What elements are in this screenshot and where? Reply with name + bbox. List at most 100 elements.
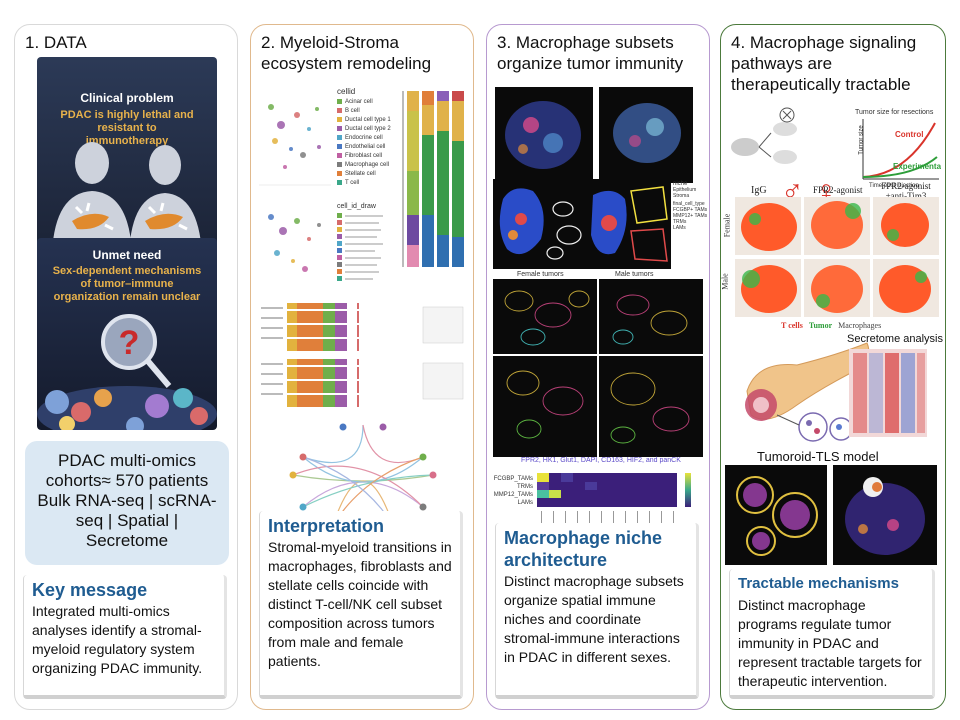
multiplex-if-image-grid [493, 279, 703, 457]
secretome-label: Secretome analysis [847, 333, 943, 345]
tumor-growth-plot: Control Experimental [862, 119, 941, 180]
composition-bars-graphic [261, 303, 464, 409]
tractable-mechanisms-title: Tractable mechanisms [738, 575, 899, 592]
tumoroid-graphic [845, 477, 925, 555]
legend-label: T cell [345, 179, 360, 186]
legend-item: Ductal cell type 1 [337, 115, 391, 124]
final-legend-title: final_cell_type [673, 201, 705, 207]
panel-title: 3. Macrophage subsets organize tumor imm… [497, 33, 684, 73]
key-message-box: Key message Integrated multi-omics analy… [23, 575, 227, 699]
tractable-mechanisms-text: Distinct macrophage programs regulate tu… [738, 597, 922, 689]
panel-myeloid-stroma: 2. Myeloid-Stroma ecosystem remodeling c… [250, 24, 474, 710]
legend-label: Fibroblast cell [345, 152, 383, 159]
celldraw-legend-swatches [337, 213, 383, 281]
legend-swatch [337, 108, 342, 113]
pancreas-organoid-illustration [745, 342, 870, 442]
key-message-title: Key message [32, 580, 148, 600]
umap-scatter-plots [259, 104, 331, 272]
niche-item: Epithelium [673, 187, 697, 193]
tissue-image-2 [599, 87, 693, 183]
heatmap-row-label: MMP12_TAMs [493, 492, 533, 498]
legend-label: B cell [345, 107, 360, 114]
stain-legend-item: Macrophages [838, 321, 882, 330]
tcell-proportion-stacked-bars [402, 91, 464, 267]
plot-title: Tumor size for resections [855, 109, 934, 116]
female-tumors-label: Female tumors [517, 271, 564, 278]
tissue-scan-graphic [505, 101, 581, 169]
if-stain-graphic [493, 279, 703, 457]
stain-caption: FPR2, HK1, Glut1, DAPI, CD163, HIF2, and… [521, 457, 681, 464]
legend-item: Stellate cell [337, 169, 391, 178]
legend-swatch [337, 99, 342, 104]
legend-label: Macrophage cell [345, 161, 390, 168]
final-item: LAMs [673, 225, 686, 231]
niche-overlay-graphic [499, 188, 582, 260]
tissue-scan-graphic [613, 103, 681, 163]
interpretation-title: Interpretation [268, 516, 385, 536]
heatmap-row-labels: FCGBP_TAMs TRMs MMP12_TAMs LAMs [493, 475, 533, 507]
legend-swatch [337, 162, 342, 167]
row-label-female: Female [722, 213, 732, 238]
legend-cellid-title: cellid [337, 87, 356, 96]
poster-title: Unmet need [92, 248, 162, 262]
condition-label: FPR2-agonist +anti-Tim3 [881, 181, 931, 201]
legend-swatch [337, 117, 342, 122]
legend-item: Endothelial cell [337, 142, 391, 151]
legend-label: Ductal cell type 2 [345, 125, 391, 132]
male-tumors-label: Male tumors [615, 271, 654, 278]
panel-therapeutic-tractability: 4. Macrophage signaling pathways are the… [720, 24, 946, 710]
niche-architecture-title: Macrophage niche architecture [504, 528, 663, 570]
panel-macrophage-subsets: 3. Macrophage subsets organize tumor imm… [486, 24, 710, 710]
niche-architecture-text: Distinct macrophage subsets organize spa… [504, 573, 684, 665]
legend-item: Macrophage cell [337, 160, 391, 169]
composition-bar-grid [257, 297, 469, 415]
experimental-label: Experimental [893, 162, 941, 171]
stain-legend-item: T cells [781, 321, 803, 330]
svg-text:?: ? [119, 324, 140, 362]
stain-legend-item: Tumor [808, 321, 833, 330]
tissue-image-1 [495, 87, 593, 183]
panel-title: 4. Macrophage signaling pathways are the… [731, 33, 917, 94]
legend-swatch [337, 144, 342, 149]
poster-title: Clinical problem [80, 91, 174, 105]
legend-item: Ductal cell type 2 [337, 124, 391, 133]
niche-legend: niche Epithelium Stroma final_cell_type … [673, 181, 709, 231]
niche-item: Stroma [673, 193, 690, 199]
legend-swatch [337, 153, 342, 158]
panel-title: 2. Myeloid-Stroma ecosystem remodeling [261, 33, 432, 73]
tumor-immune-illustration: ? [37, 314, 217, 430]
interpretation-box: Interpretation Stromal-myeloid transitio… [259, 511, 463, 699]
plot-ylabel: Tumor size [858, 125, 865, 155]
tractable-mechanisms-box: Tractable mechanisms Distinct macrophage… [729, 569, 935, 699]
unmet-need-poster: Unmet need Sex-dependent mechanisms of t… [37, 238, 217, 430]
legend-label: Endothelial cell [345, 143, 386, 150]
treatment-stain-graphic [735, 197, 939, 317]
panel-title: 1. DATA [25, 33, 87, 52]
male-niche-map [587, 179, 671, 269]
legend-item: B cell [337, 106, 391, 115]
final-item: MMP12+ TAMs [673, 213, 708, 219]
legend-swatch [337, 171, 342, 176]
cohort-summary-box: PDAC multi-omics cohorts≈ 570 patients B… [25, 441, 229, 565]
legend-item: Fibroblast cell [337, 151, 391, 160]
secretome-heatmap-graphic [849, 349, 927, 437]
heatmap-row-label: LAMs [517, 500, 533, 506]
key-message-text: Integrated multi-omics analyses identify… [32, 603, 203, 676]
tumoroid-label: Tumoroid-TLS model [757, 449, 879, 464]
poster-subtitle: PDAC is highly lethal and resistant to i… [60, 109, 194, 147]
niche-legend-title: niche [673, 181, 688, 187]
clinical-problem-poster: Clinical problem PDAC is highly lethal a… [37, 57, 217, 253]
heatmap-cells [537, 473, 691, 529]
interpretation-text: Stromal-myeloid transitions in macrophag… [268, 539, 452, 669]
condition-label: FPR2-agonist [813, 185, 863, 195]
heatmap-row-label: TRMs [517, 484, 533, 490]
heatmap-row-label: FCGBP_TAMs [493, 476, 533, 482]
secretome-heatmap [849, 349, 927, 437]
tumoroid-graphic [736, 476, 818, 556]
niche-overlay-graphic [591, 186, 668, 262]
legend-swatch [337, 180, 342, 185]
legend-label: Stellate cell [345, 170, 376, 177]
tumoroid-image-1 [725, 465, 827, 565]
